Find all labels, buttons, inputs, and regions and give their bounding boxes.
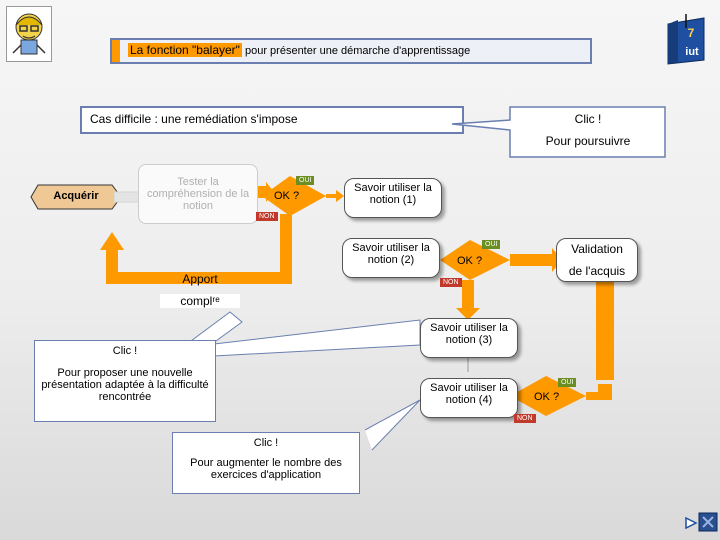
logo-text: iut bbox=[685, 46, 699, 58]
node-ok1-label: OK ? bbox=[274, 190, 300, 202]
callout-new-presentation-line2: Pour proposer une nouvelle présentation … bbox=[41, 367, 209, 403]
node-validation-l2: de l'acquis bbox=[568, 264, 626, 278]
banner-text: Cas difficile : une remédiation s'impose bbox=[90, 112, 298, 126]
node-tester: Tester la compréhension de la notion bbox=[138, 164, 258, 224]
callout-new-presentation[interactable]: Clic ! Pour proposer une nouvelle présen… bbox=[34, 340, 216, 422]
title-bar: La fonction "balayer" pour présenter une… bbox=[110, 38, 592, 64]
node-ok2-label: OK ? bbox=[457, 255, 483, 267]
label-oui-2: OUI bbox=[482, 240, 501, 249]
next-arrow-icon[interactable] bbox=[684, 516, 698, 530]
callout-continue-line1: Clic ! bbox=[574, 112, 602, 126]
title-rest: pour présenter une démarche d'apprentiss… bbox=[241, 45, 471, 57]
node-apport: Apport complʳᵉ bbox=[160, 270, 240, 314]
label-oui-1: OUI bbox=[296, 176, 315, 185]
node-apport-l2: complʳᵉ bbox=[160, 294, 240, 308]
callout-new-presentation-line1: Clic ! bbox=[112, 345, 138, 357]
callout-more-exercises-line2: Pour augmenter le nombre des exercices d… bbox=[190, 457, 342, 481]
callout-more-exercises[interactable]: Clic ! Pour augmenter le nombre des exer… bbox=[172, 432, 360, 494]
label-non-2: NON bbox=[440, 278, 462, 287]
label-non-3: NON bbox=[514, 414, 536, 423]
book-logo-icon: 7 iut bbox=[664, 14, 708, 68]
callout-continue[interactable]: Clic ! Pour poursuivre bbox=[451, 106, 666, 158]
node-validation: Validation de l'acquis bbox=[556, 238, 638, 282]
node-apport-l1: Apport bbox=[182, 272, 218, 286]
node-savoir-4-label: Savoir utiliser la notion (4) bbox=[430, 382, 508, 406]
node-savoir-2-label: Savoir utiliser la notion (2) bbox=[352, 242, 430, 266]
node-savoir-3: Savoir utiliser la notion (3) bbox=[420, 318, 518, 358]
node-ok3-label: OK ? bbox=[534, 391, 560, 403]
mascot-icon bbox=[6, 6, 52, 62]
node-savoir-1: Savoir utiliser la notion (1) bbox=[344, 178, 442, 218]
node-savoir-1-label: Savoir utiliser la notion (1) bbox=[354, 182, 432, 206]
title-bold: La fonction "balayer" bbox=[128, 43, 242, 57]
node-savoir-4: Savoir utiliser la notion (4) bbox=[420, 378, 518, 418]
label-non-1: NON bbox=[256, 212, 278, 221]
banner: Cas difficile : une remédiation s'impose bbox=[80, 106, 464, 134]
callout-more-exercises-line1: Clic ! bbox=[253, 437, 279, 449]
label-oui-3: OUI bbox=[558, 378, 577, 387]
node-savoir-3-label: Savoir utiliser la notion (3) bbox=[430, 322, 508, 346]
node-savoir-2: Savoir utiliser la notion (2) bbox=[342, 238, 440, 278]
node-validation-l1: Validation bbox=[571, 242, 623, 256]
node-acquerir: Acquérir bbox=[30, 184, 122, 210]
node-tester-label: Tester la compréhension de la notion bbox=[146, 176, 250, 212]
end-icon[interactable] bbox=[698, 512, 718, 532]
page-number: 7 bbox=[687, 26, 695, 40]
node-acquerir-label: Acquérir bbox=[53, 190, 99, 202]
callout-continue-line2: Pour poursuivre bbox=[545, 134, 631, 148]
